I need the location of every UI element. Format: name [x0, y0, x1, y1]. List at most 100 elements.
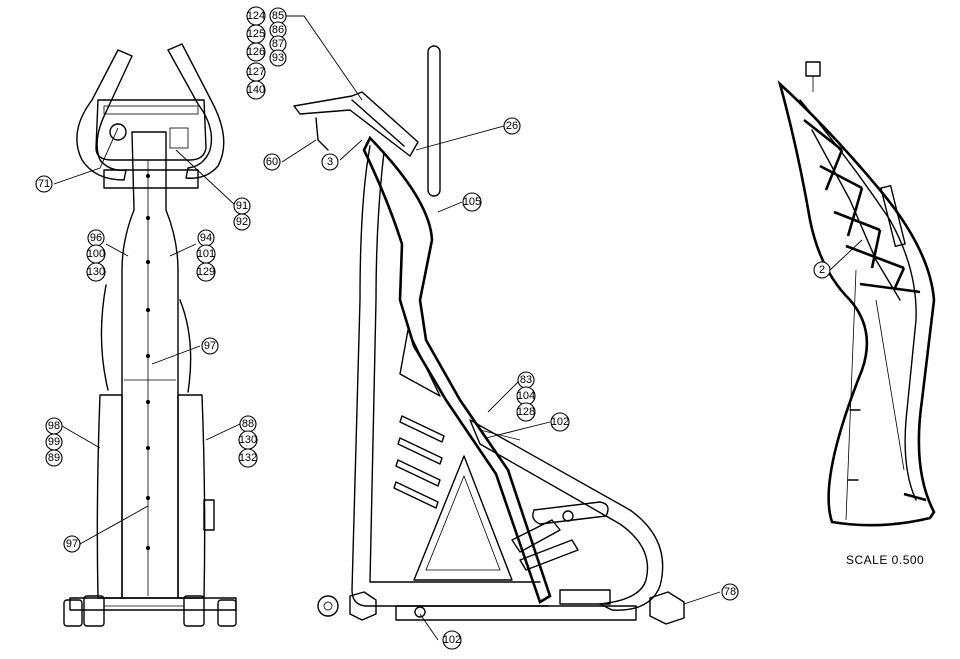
callout-bubbles: 71 91 92 96 100 130 94 101 129 97 98 99 89 88 130 132 97… [35, 6, 831, 650]
callout-label: 98 [48, 420, 60, 432]
callout-bubble [516, 402, 536, 422]
left-handlebar [76, 49, 133, 181]
callout-bubble [45, 449, 63, 467]
callout-label: 99 [48, 436, 60, 448]
callout-label: 125 [247, 28, 265, 40]
front-housing [96, 394, 123, 599]
console-head [95, 99, 207, 161]
callout-label: 85 [272, 10, 284, 22]
callout-140: 140 [246, 80, 266, 100]
callout-98: 98 [45, 417, 63, 435]
callout-bubble [321, 153, 339, 171]
callout-bubble [238, 448, 258, 468]
callout-label: 88 [242, 418, 254, 430]
callout-label: 60 [266, 156, 278, 168]
callout-bubble [462, 192, 482, 212]
callout-label: 87 [272, 38, 284, 50]
callout-label: 94 [200, 232, 212, 244]
callout-label: 102 [443, 634, 461, 646]
callout-97: 97 [63, 535, 81, 553]
section-outer-profile [777, 79, 936, 527]
rear-foot [649, 591, 685, 625]
callout-101: 101 [196, 244, 216, 264]
callout-bubble [442, 630, 462, 650]
callout-label: 140 [247, 84, 265, 96]
callout-label: 130 [87, 266, 105, 278]
callout-3: 3 [321, 153, 339, 171]
side-main-frame [362, 135, 552, 604]
callout-bubble [263, 153, 281, 171]
section-ribs [803, 118, 921, 294]
callout-60: 60 [263, 153, 281, 171]
callout-label: 97 [66, 538, 78, 550]
callout-97: 97 [201, 337, 219, 355]
callout-bubble [233, 213, 251, 231]
callout-label: 96 [90, 232, 102, 244]
callout-102: 102 [442, 630, 462, 650]
callout-label: 71 [38, 178, 50, 190]
front-wheel [317, 595, 339, 617]
callout-26: 26 [503, 117, 521, 135]
callout-88: 88 [239, 415, 257, 433]
callout-100: 100 [86, 244, 106, 264]
callout-bubble [35, 175, 53, 193]
callout-105: 105 [462, 192, 482, 212]
callout-102: 102 [550, 412, 570, 432]
callout-78: 78 [721, 583, 739, 601]
callout-bubble [721, 583, 739, 601]
callout-bubble [269, 49, 287, 67]
callout-label: 3 [327, 156, 333, 168]
callout-label: 93 [272, 52, 284, 64]
callout-label: 128 [517, 406, 535, 418]
callout-label: 89 [48, 452, 60, 464]
callout-89: 89 [45, 449, 63, 467]
callout-124: 124 [246, 6, 266, 26]
callout-87: 87 [269, 35, 287, 53]
callout-83: 83 [517, 371, 535, 389]
callout-93: 93 [269, 49, 287, 67]
callout-label: 126 [247, 46, 265, 58]
rear-arc [469, 419, 664, 611]
leader-lines [53, 15, 863, 641]
callout-bubble [813, 261, 831, 279]
callout-label: 86 [272, 24, 284, 36]
callout-label: 100 [87, 248, 105, 260]
side-vents [393, 415, 445, 509]
front-base [69, 597, 237, 611]
callout-label: 105 [463, 196, 481, 208]
callout-label: 102 [551, 416, 569, 428]
callout-125: 125 [246, 24, 266, 44]
callout-label: 101 [197, 248, 215, 260]
callout-128: 128 [516, 402, 536, 422]
callout-2: 2 [813, 261, 831, 279]
callout-bubble [196, 262, 216, 282]
callout-label: 92 [236, 216, 248, 228]
section-view [777, 61, 936, 527]
callout-127: 127 [246, 62, 266, 82]
callout-99: 99 [45, 433, 63, 451]
side-lower-window [413, 455, 513, 581]
callout-label: 130 [239, 434, 257, 446]
callout-label: 83 [520, 374, 532, 386]
callout-96: 96 [87, 229, 105, 247]
callout-label: 127 [247, 66, 265, 78]
side-console [293, 91, 419, 157]
callout-label: 104 [517, 390, 535, 402]
callout-126: 126 [246, 42, 266, 62]
callout-129: 129 [196, 262, 216, 282]
callout-bubble [63, 535, 81, 553]
callout-label: 97 [204, 340, 216, 352]
callout-bubble [86, 262, 106, 282]
callout-132: 132 [238, 448, 258, 468]
callout-label: 91 [236, 200, 248, 212]
front-column [121, 131, 179, 599]
callout-label: 26 [506, 120, 518, 132]
callout-130: 130 [86, 262, 106, 282]
callout-label: 2 [819, 264, 825, 276]
callout-label: 124 [247, 10, 265, 22]
callout-label: 78 [724, 586, 736, 598]
callout-104: 104 [516, 386, 536, 406]
callout-92: 92 [233, 213, 251, 231]
callout-130: 130 [238, 430, 258, 450]
